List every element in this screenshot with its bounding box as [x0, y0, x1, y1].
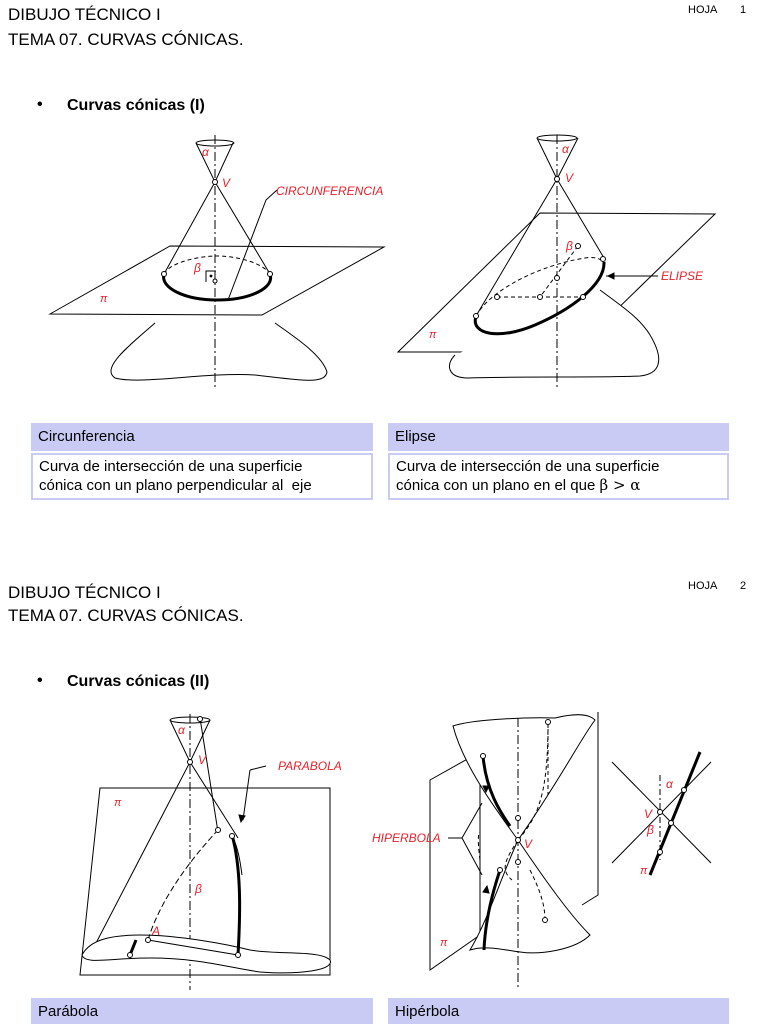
sheet2-hoja-label: HOJA [688, 580, 718, 592]
circunferencia-label-box: Circunferencia [31, 423, 373, 451]
fig1-alpha: α [202, 145, 210, 159]
fig4-vertex: V [524, 837, 533, 851]
fig3-alpha: α [178, 723, 186, 737]
sheet2-bullet: • [37, 672, 43, 689]
fig1-curve-label: CIRCUNFERENCIA [276, 184, 383, 198]
detail-vertex: V [644, 807, 653, 821]
fig2-beta: β [565, 239, 573, 253]
fig2-vertex: V [565, 171, 574, 185]
fig4-curve-label: HIPERBOLA [372, 831, 441, 845]
circunferencia-desc-line1: Curva de intersección de una superficie [39, 458, 303, 475]
detail-alpha: α [666, 777, 674, 791]
fig1-plane: π [100, 293, 108, 305]
fig3-vertex: V [198, 753, 207, 767]
elipse-label-box: Elipse [388, 423, 729, 451]
fig3-point-a: A [151, 924, 160, 938]
elipse-desc-line2-prefix: cónica con un plano en el que [396, 477, 600, 494]
sheet1-heading: Curvas cónicas (I) [67, 97, 205, 114]
fig1-beta: β [193, 261, 201, 275]
beta-gt-alpha-expression: β > α [599, 476, 641, 494]
parabola-label-box: Parábola [31, 998, 373, 1024]
detail-plane: π [640, 865, 648, 877]
sheet2-heading: Curvas cónicas (II) [67, 673, 210, 690]
sheet2-title-line2: TEMA 07. CURVAS CÓNICAS. [8, 606, 244, 625]
fig1-vertex: V [222, 176, 231, 190]
sheet2-hoja-number: 2 [740, 580, 747, 592]
fig2-curve-label: ELIPSE [661, 269, 704, 283]
sheet1-hoja-label: HOJA [688, 4, 718, 16]
circunferencia-description: Curva de intersección de una superficie … [31, 453, 373, 500]
sheet1-bullet: • [37, 96, 43, 113]
elipse-desc-line1: Curva de intersección de una superficie [396, 458, 660, 475]
fig3-curve-label: PARABOLA [278, 759, 342, 773]
detail-beta: β [646, 823, 654, 837]
hiperbola-label-box: Hipérbola [388, 998, 729, 1024]
fig4-plane: π [440, 937, 448, 949]
fig2-alpha: α [562, 142, 570, 156]
sheet1-title-line2: TEMA 07. CURVAS CÓNICAS. [8, 30, 244, 49]
sheet1-title-line1: DIBUJO TÉCNICO I [8, 5, 161, 24]
circunferencia-desc-line2: cónica con un plano perpendicular al eje [39, 477, 312, 494]
fig2-plane: π [429, 329, 437, 341]
sheet1-hoja-number: 1 [740, 4, 747, 16]
fig3-beta: β [194, 882, 202, 896]
elipse-desc-line2: cónica con un plano en el que β > α [396, 476, 721, 495]
fig3-plane: π [114, 797, 122, 809]
elipse-description: Curva de intersección de una superficie … [388, 453, 729, 500]
sheet2-title-line1: DIBUJO TÉCNICO I [8, 583, 161, 602]
